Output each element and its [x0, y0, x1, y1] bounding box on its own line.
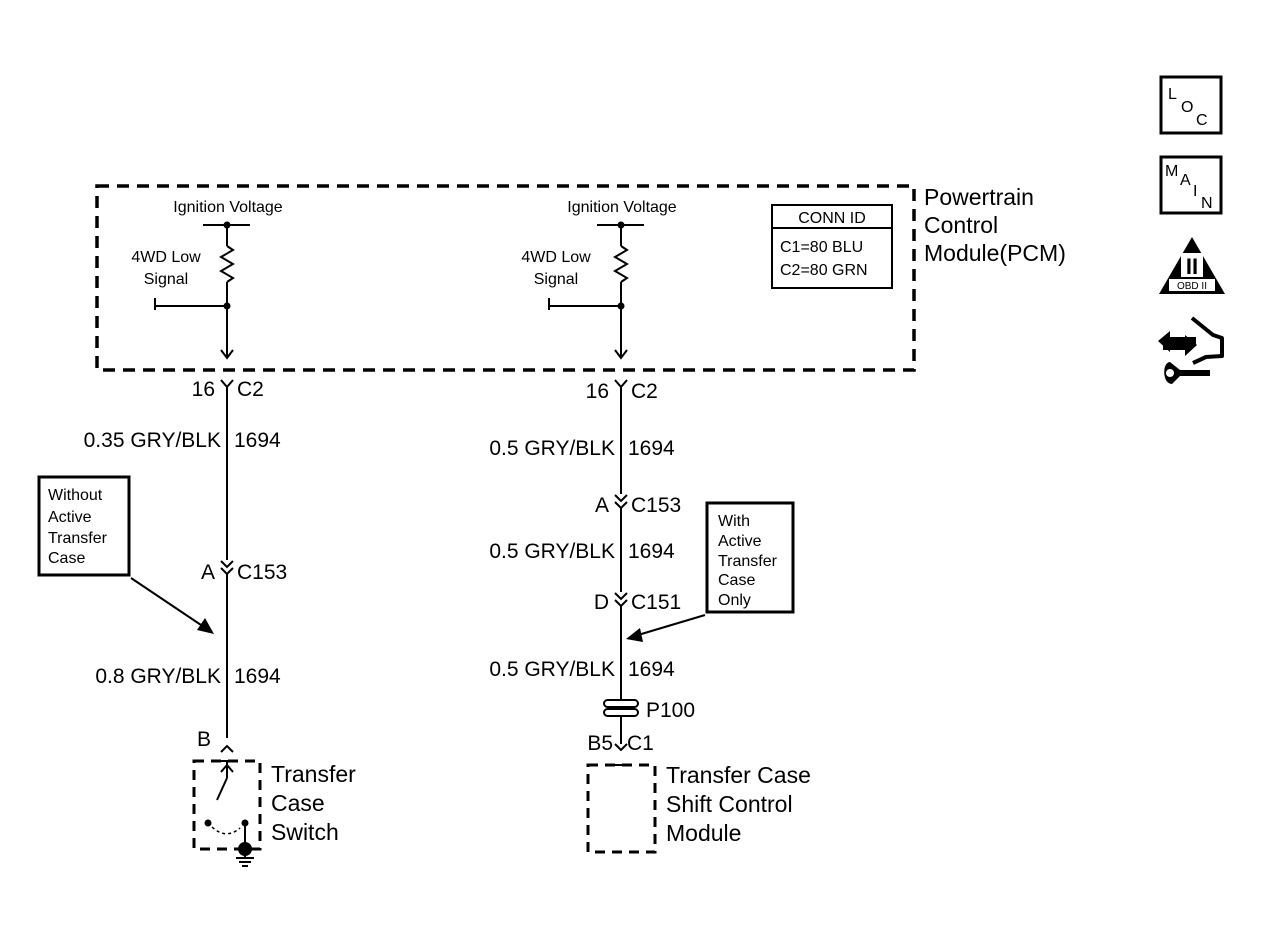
left-ignition-label: Ignition Voltage — [173, 199, 283, 216]
p100-passthrough-icon — [603, 699, 639, 717]
right-ignition-label: Ignition Voltage — [567, 199, 677, 216]
right-c2-pin: 16 — [586, 380, 609, 403]
right-resistor — [613, 245, 629, 283]
conn-id-line2: C2=80 GRN — [780, 262, 868, 279]
left-note-line2: Active — [48, 509, 92, 526]
switch-arm — [216, 777, 228, 801]
left-switch-connector-icon — [220, 744, 234, 753]
left-resistor — [219, 245, 235, 283]
left-c153-connector-icon — [220, 560, 234, 569]
right-wire1: 0.5 GRY/BLK — [489, 437, 615, 460]
right-note-line5: Only — [718, 592, 751, 609]
right-c151-pin: D — [594, 591, 609, 614]
right-pcm-circuit: Ignition Voltage 4WD Low Signal — [521, 199, 677, 360]
right-note-line4: Case — [718, 572, 755, 589]
obd-label: OBD II — [1177, 281, 1207, 292]
right-signal-label-2: Signal — [534, 271, 578, 288]
right-note-line1: With — [718, 513, 750, 530]
right-note-line3: Transfer — [718, 553, 778, 570]
right-c153-connector: C153 — [631, 494, 681, 517]
loc-o: O — [1181, 99, 1193, 116]
left-c2-pin: 16 — [192, 378, 215, 401]
right-circuit2: 1694 — [628, 540, 675, 563]
right-circuit3: 1694 — [628, 658, 675, 681]
pcm-title-line1: Powertrain — [924, 184, 1034, 210]
switch-label-line1: Transfer — [271, 761, 356, 787]
conn-id-title: CONN ID — [798, 210, 866, 227]
right-note-arrow — [626, 628, 643, 642]
right-c151-connector-icon — [614, 592, 628, 601]
left-circuit2: 1694 — [234, 665, 281, 688]
left-c153-connector: C153 — [237, 561, 287, 584]
main-i: I — [1193, 183, 1197, 200]
right-c1-connector-icon — [614, 743, 628, 752]
left-external-circuit: 16 C2 0.35 GRY/BLK 1694 A C153 0.8 GRY/B… — [37, 378, 356, 867]
right-note-box — [705, 501, 795, 614]
module-label-line1: Transfer Case — [666, 762, 811, 788]
right-external-circuit: 16 C2 0.5 GRY/BLK 1694 A C153 0.5 GRY/BL… — [489, 379, 811, 854]
main-a: A — [1180, 172, 1191, 189]
left-c153-pin: A — [201, 561, 215, 584]
right-c2-connector: C2 — [631, 380, 658, 403]
shift-control-module-boundary — [586, 763, 657, 854]
module-label-line3: Module — [666, 820, 741, 846]
pcm-boundary — [95, 184, 916, 372]
right-c153-connector-icon — [614, 494, 628, 503]
right-note-line2: Active — [718, 533, 762, 550]
left-wire2: 0.8 GRY/BLK — [95, 665, 221, 688]
loc-c: C — [1196, 112, 1208, 129]
right-signal-label-1: 4WD Low — [521, 249, 591, 266]
wrench-arrows-icon[interactable] — [1158, 316, 1224, 384]
left-switch-pin: B — [197, 728, 211, 751]
wrench-icon — [1164, 362, 1210, 384]
left-pcm-circuit: Ignition Voltage 4WD Low Signal — [131, 199, 283, 360]
conn-id-line1: C1=80 BLU — [780, 239, 863, 256]
loc-icon[interactable]: L O C — [1159, 75, 1223, 135]
right-wire3: 0.5 GRY/BLK — [489, 658, 615, 681]
switch-label-line2: Case — [271, 790, 325, 816]
left-note-line4: Case — [48, 550, 85, 567]
left-note-arrow — [197, 618, 214, 634]
module-label-line2: Shift Control — [666, 791, 793, 817]
left-circuit1: 1694 — [234, 429, 281, 452]
p100-label: P100 — [646, 699, 695, 722]
conn-id-box: CONN ID C1=80 BLU C2=80 GRN — [771, 204, 893, 289]
module-pin: B5 — [587, 732, 613, 755]
main-icon[interactable]: M A I N — [1159, 155, 1223, 215]
left-note-box — [37, 475, 131, 577]
pcm-title-line2: Control — [924, 212, 998, 238]
obd-ii-icon[interactable]: II OBD II — [1159, 237, 1225, 294]
left-signal-label-2: Signal — [144, 271, 188, 288]
module-connector: C1 — [627, 732, 654, 755]
transfer-case-switch-boundary — [192, 759, 262, 851]
switch-label-line3: Switch — [271, 819, 339, 845]
left-c2-connector: C2 — [237, 378, 264, 401]
main-n: N — [1201, 195, 1213, 212]
right-wire2: 0.5 GRY/BLK — [489, 540, 615, 563]
left-note-line3: Transfer — [48, 530, 108, 547]
right-c2-connector-icon — [614, 379, 628, 389]
right-c151-connector: C151 — [631, 591, 681, 614]
obd-numeral: II — [1186, 254, 1198, 279]
right-circuit1: 1694 — [628, 437, 675, 460]
arrow-right-icon — [1163, 335, 1197, 356]
left-note-line1: Without — [48, 487, 103, 504]
left-wire1: 0.35 GRY/BLK — [84, 429, 221, 452]
pcm-title-line3: Module(PCM) — [924, 240, 1066, 266]
left-c2-connector-icon — [220, 379, 234, 389]
left-signal-label-1: 4WD Low — [131, 249, 201, 266]
loc-l: L — [1168, 86, 1177, 103]
main-m: M — [1165, 163, 1178, 180]
right-c153-pin: A — [595, 494, 609, 517]
